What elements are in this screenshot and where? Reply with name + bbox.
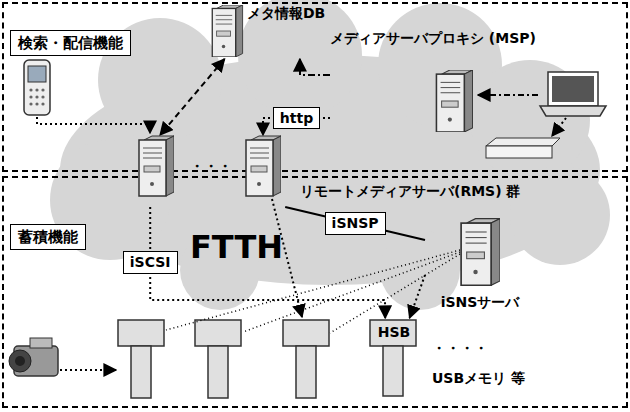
protocol-label: http [273,107,320,130]
protocol-label: iSNSP [325,212,386,235]
connector [300,59,330,75]
media-server-proxy: メディアサーバプロキシ (MSP) [330,28,610,136]
camcorder [9,338,58,376]
server-icon [460,218,500,286]
icon-holder [210,5,244,61]
router-device [486,138,560,158]
icon-holder [435,70,473,136]
icon-holder [138,135,174,201]
server-icon [435,70,473,132]
connector [410,275,425,318]
node-label: リモートメディアサーバ(RMS) 群 [300,183,520,200]
illustration-links [37,95,566,370]
laptop [540,72,606,116]
connector [150,207,385,318]
hsb-storage: HSB [368,318,420,398]
function-band: 検索・配信機能 メタ情報DB メディアサーバプロキシ (MSP) [2,2,628,172]
ellipsis: ・・・ [190,158,232,175]
band-heading: 蓄積機能 [10,224,86,250]
server-icon [138,135,174,197]
protocol-label: iSCSI [123,251,178,274]
mobile-phone [24,60,50,115]
icon-holder [460,218,500,290]
node-label: HSB [368,324,420,341]
device-note: USBメモリ 等 [432,370,525,387]
node-label: メディアサーバプロキシ (MSP) [330,30,536,47]
network-name: FTTH [190,228,283,266]
server-icon [210,5,244,57]
storage-devices [118,320,329,398]
band-heading: 検索・配信機能 [10,30,131,56]
connector [285,207,425,240]
node-label: メタ情報DB [247,5,325,22]
icon-holder [245,135,281,201]
connector [160,59,224,135]
ellipsis: ・・・・ [432,340,488,357]
ftth-cloud [50,0,610,310]
isns-server: iSNSサーバ [425,218,535,318]
function-band: 蓄積機能 iSNSサーバ HSB [2,176,628,408]
server-icon [245,135,281,197]
node-label: iSNSサーバ [425,294,535,311]
